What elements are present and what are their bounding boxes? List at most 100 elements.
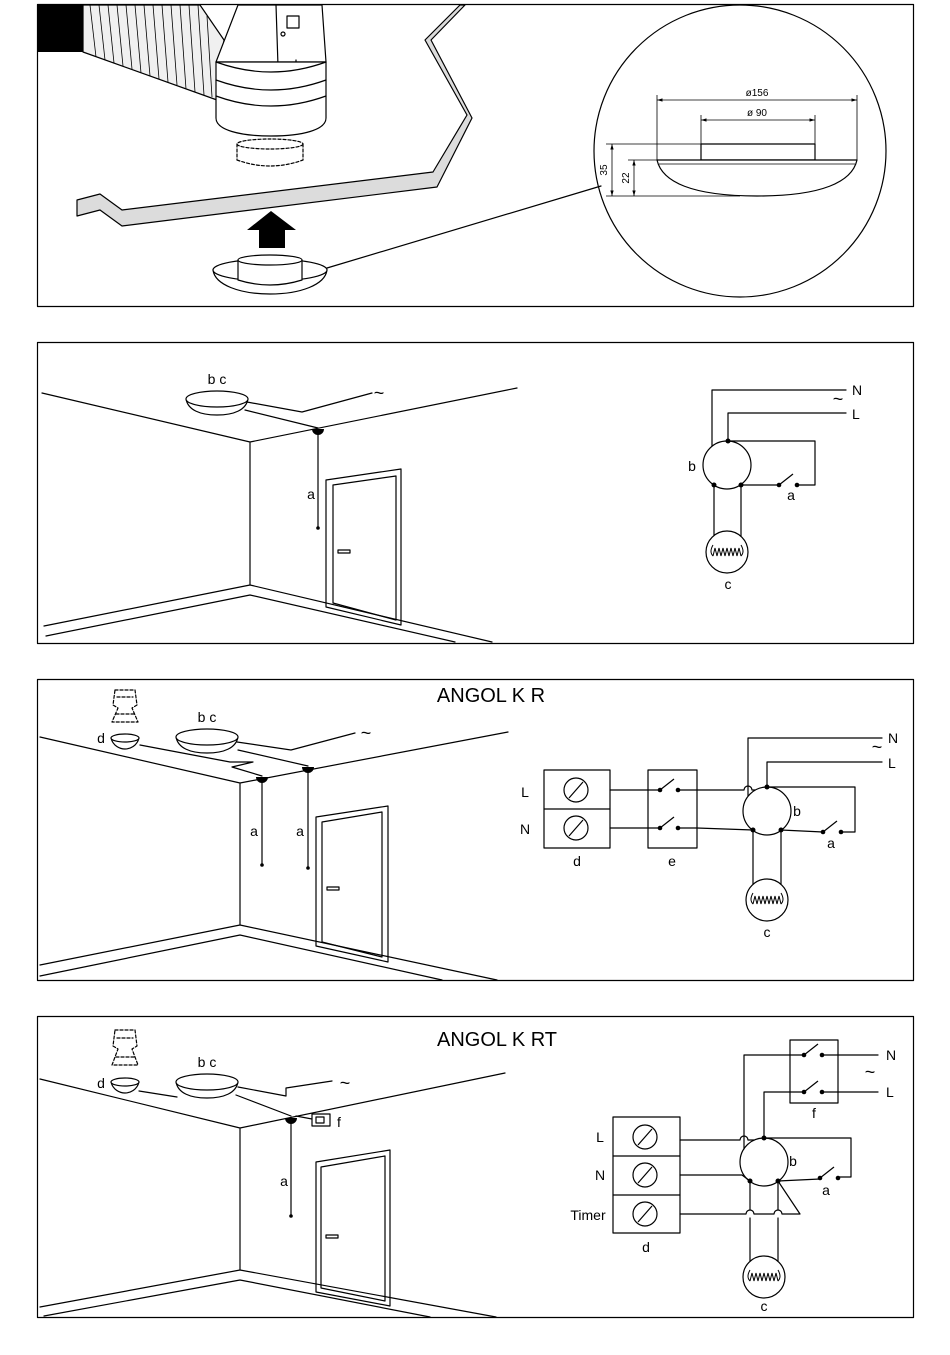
- lamp-symbol: [743, 1256, 785, 1298]
- relay-block: [648, 770, 697, 848]
- sensor-label: d: [97, 730, 105, 746]
- lamp-symbol: [706, 531, 748, 573]
- wiring-diagram: L N d e N ~ L b a c: [520, 730, 898, 940]
- fan-housing: [216, 5, 326, 62]
- timer-switch-label: f: [812, 1105, 816, 1121]
- terminal-icon: [564, 816, 588, 840]
- switch-label: a: [827, 835, 835, 851]
- switch-symbol: [821, 821, 844, 834]
- switch-symbol: [777, 474, 800, 487]
- room-outline: [42, 388, 517, 642]
- fan-symbol: [743, 787, 791, 835]
- sensor-outline-dashed: [112, 690, 138, 722]
- sensor-live-label: L: [521, 784, 529, 800]
- fan-cylinder: [216, 62, 326, 136]
- live-label: L: [888, 755, 896, 771]
- wiring-diagram: N ~ L b a c: [688, 382, 862, 592]
- door: [316, 1150, 390, 1306]
- inner-diameter-label: ø 90: [747, 108, 767, 119]
- switch-label: a: [307, 486, 315, 502]
- neutral-label: N: [888, 730, 898, 746]
- switch-label: a: [787, 487, 795, 503]
- fixture-label: b c: [198, 709, 217, 725]
- timer-switch-symbol: [802, 1081, 825, 1094]
- ceiling-lamp: [186, 391, 248, 415]
- ceiling-lamp: [213, 255, 327, 294]
- lamp-label: c: [725, 576, 732, 592]
- mains-symbol: ~: [833, 389, 844, 409]
- duct-end-block: [38, 5, 83, 52]
- kr-panel: ANGOL K R d b c ~ a a: [38, 680, 914, 981]
- lamp-label: c: [764, 924, 771, 940]
- mains-symbol: ~: [361, 723, 372, 743]
- cable-channel: [140, 733, 355, 776]
- fan-symbol: [740, 1138, 788, 1186]
- mount-arrow-icon: [247, 211, 296, 248]
- cord-pull: [316, 526, 320, 530]
- door: [316, 806, 388, 962]
- terminal-icon: [633, 1125, 657, 1149]
- fan-label: b: [688, 458, 696, 474]
- fixture-label: b c: [198, 1054, 217, 1070]
- fan-spigot-dashed: [237, 139, 303, 166]
- live-label: L: [886, 1084, 894, 1100]
- total-height-label: 35: [599, 164, 610, 176]
- lamp-symbol: [746, 879, 788, 921]
- sensor-label: d: [97, 1075, 105, 1091]
- switch-label-right: a: [296, 823, 304, 839]
- switch-label: a: [822, 1182, 830, 1198]
- detail-leader-line: [327, 186, 601, 268]
- timer-switch-symbol: [802, 1044, 825, 1057]
- timer-switch-box: [312, 1114, 330, 1126]
- standard-panel: b c ~ a N ~ L b a c: [38, 343, 914, 644]
- fan-label: b: [793, 803, 801, 819]
- sensor-neutral-label: N: [520, 821, 530, 837]
- terminal-icon: [633, 1202, 657, 1226]
- live-label: L: [852, 406, 860, 422]
- neutral-label: N: [852, 382, 862, 398]
- wiring-diagram: f N ~ L L N Timer d b a: [570, 1040, 896, 1314]
- sensor-label: d: [642, 1239, 650, 1255]
- panel-title: ANGOL K R: [437, 685, 545, 707]
- door: [326, 469, 401, 625]
- sensor-outline-dashed: [112, 1030, 138, 1065]
- fixture-label: b c: [208, 371, 227, 387]
- panel-title: ANGOL K RT: [437, 1029, 557, 1051]
- room-outline: [40, 1073, 505, 1317]
- room-outline: [40, 732, 508, 980]
- lamp-label: c: [761, 1298, 768, 1314]
- sensor-live-label: L: [596, 1129, 604, 1145]
- relay-switch-symbol: [658, 817, 681, 830]
- mains-symbol: ~: [374, 383, 385, 403]
- neutral-label: N: [886, 1047, 896, 1063]
- fan-label: b: [789, 1153, 797, 1169]
- sensor: [111, 734, 139, 749]
- lamp-dimension-drawing: ø156 ø 90 35 22: [599, 88, 857, 196]
- relay-label: e: [668, 853, 676, 869]
- mains-symbol: ~: [872, 737, 883, 757]
- mains-symbol: ~: [865, 1062, 876, 1082]
- sensor-label: d: [573, 853, 581, 869]
- switch-label-left: a: [250, 823, 258, 839]
- terminal-icon: [564, 778, 588, 802]
- timer-switch-block: [790, 1040, 838, 1103]
- switch-label: a: [280, 1173, 288, 1189]
- ceiling-lamp: [176, 1074, 238, 1098]
- switch-cords: [262, 772, 308, 868]
- krt-panel: ANGOL K RT d b c ~ f a: [38, 1017, 914, 1318]
- timer-switch-label: f: [337, 1114, 341, 1130]
- mains-symbol: ~: [340, 1073, 351, 1093]
- fan-symbol: [703, 441, 751, 489]
- ceiling-lamp: [176, 729, 238, 753]
- switch-symbol: [818, 1167, 841, 1180]
- installation-panel: ø156 ø 90 35 22: [38, 5, 914, 307]
- outer-diameter-label: ø156: [746, 88, 769, 99]
- dome-height-label: 22: [621, 172, 632, 184]
- sensor: [111, 1078, 139, 1093]
- cable-channel: [245, 393, 372, 428]
- panel-frame: [38, 343, 914, 644]
- sensor-neutral-label: N: [595, 1167, 605, 1183]
- terminal-icon: [633, 1163, 657, 1187]
- sensor-timer-label: Timer: [570, 1207, 606, 1223]
